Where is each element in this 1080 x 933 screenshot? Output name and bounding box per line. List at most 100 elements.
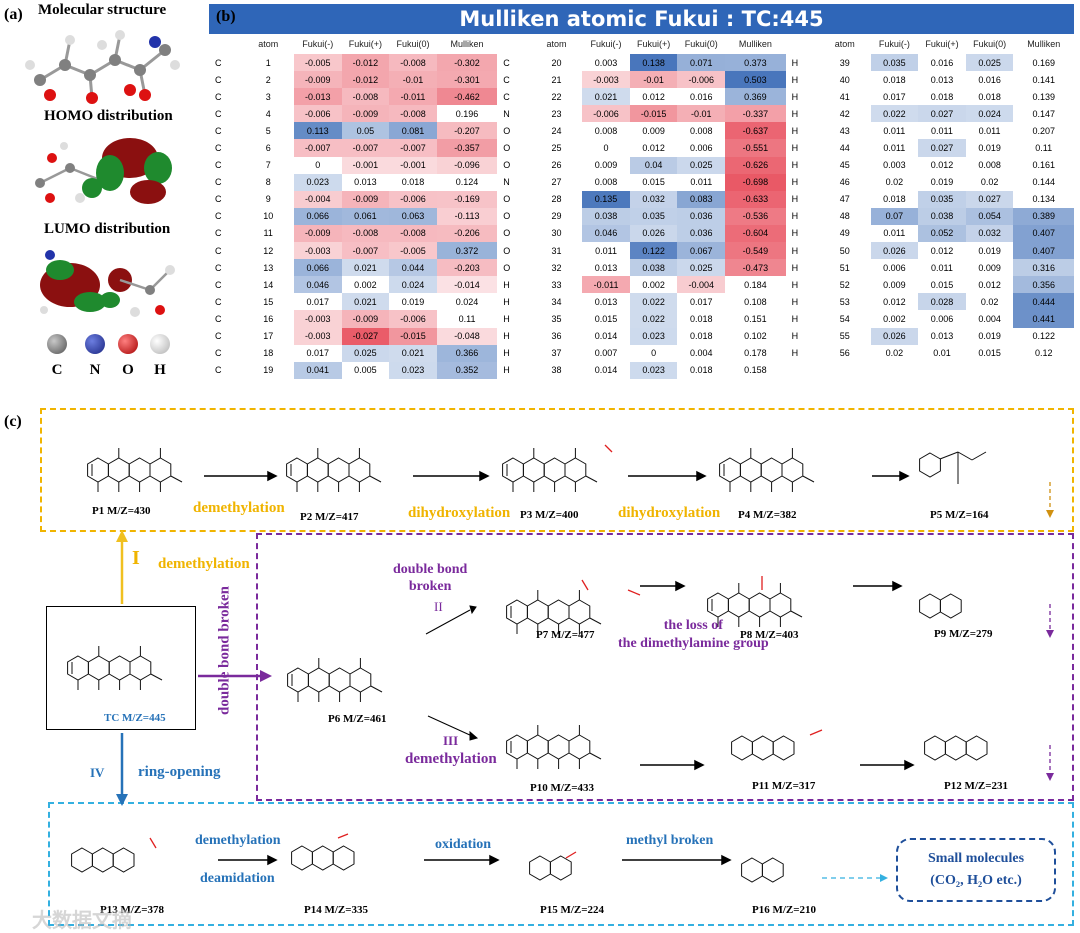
cell-value: -0.007	[341, 242, 390, 260]
cell-value: 0.008	[978, 160, 1001, 171]
cell-value: 0.046	[293, 276, 342, 294]
cell-value: 0.022	[629, 293, 678, 311]
header-atom: atom	[258, 39, 279, 49]
cell-value: 0.024	[389, 276, 437, 294]
cell-value: 0.015	[930, 279, 954, 290]
path-iii-label: III	[443, 733, 459, 748]
header-fukui-: Fukui(-)	[302, 39, 334, 49]
cell-value: 0.207	[1032, 125, 1055, 136]
cell-value: 0.196	[455, 108, 479, 119]
cell-value: 0.041	[293, 361, 342, 379]
cell-value: 0.002	[883, 313, 906, 324]
cell-value: 0.025	[677, 156, 726, 174]
cell-atom: 36	[551, 331, 562, 342]
cell-atom: 47	[839, 194, 850, 205]
cell-element: C	[215, 125, 222, 136]
cell-value: 0.019	[930, 177, 954, 188]
cell-value: 0.008	[690, 125, 713, 136]
cell-atom: 12	[263, 245, 274, 256]
panel-a-label: (a)	[4, 6, 23, 23]
cell-value: -0.015	[629, 105, 678, 123]
lumo-title: LUMO distribution	[44, 221, 171, 237]
cell-value: 0.006	[930, 313, 954, 324]
cell-element: C	[215, 74, 222, 85]
cell-value: -0.626	[725, 156, 786, 174]
cell-value: 0.316	[1013, 259, 1074, 277]
cell-value: -0.549	[725, 242, 786, 260]
cell-value: 0.124	[455, 177, 479, 188]
cell-value: -0.003	[293, 327, 342, 345]
cell-value: 0.017	[306, 348, 330, 359]
cell-value: 0.035	[629, 207, 678, 225]
cell-value: 0.012	[883, 296, 906, 307]
cell-value: 0.158	[744, 365, 767, 376]
reaction-deamidation: deamidation	[200, 871, 275, 886]
cell-value: 0.008	[594, 125, 618, 136]
reaction-dihydroxylation-p3-p4: dihydroxylation	[618, 505, 721, 521]
cell-atom: 55	[839, 331, 850, 342]
cell-element: C	[215, 296, 222, 307]
path-iv-reaction: ring-opening	[138, 764, 221, 780]
cell-element: O	[503, 143, 511, 154]
cell-atom: 25	[551, 143, 562, 154]
cell-value: -0.011	[582, 276, 630, 294]
reaction-oxidation: oxidation	[435, 837, 492, 852]
header-fukui-: Fukui(-)	[878, 39, 910, 49]
cell-value: -0.001	[389, 156, 437, 174]
cell-value: 0.016	[978, 74, 1001, 85]
cell-value: -0.007	[341, 139, 390, 157]
cell-atom: 35	[551, 313, 562, 324]
cell-value: 0.004	[978, 313, 1001, 324]
loss-line2: the dimethylamine group	[618, 636, 769, 651]
cell-value: 0.022	[629, 310, 678, 328]
p10-label: P10 M/Z=433	[530, 782, 595, 794]
header-fukui0: Fukui(0)	[396, 39, 430, 49]
cell-atom: 38	[551, 365, 562, 376]
p1-label: P1 M/Z=430	[92, 505, 151, 517]
cell-value: -0.012	[341, 71, 390, 89]
cell-atom: 4	[265, 108, 271, 119]
cell-value: -0.009	[341, 190, 390, 208]
cell-value: -0.01	[389, 71, 437, 89]
cell-value: 0.021	[582, 88, 630, 106]
tc-label: TC M/Z=445	[104, 712, 166, 724]
cell-value: 0.134	[1032, 194, 1055, 205]
cell-value: -0.009	[293, 224, 342, 243]
path-iv-label: IV	[90, 765, 105, 780]
cell-element: C	[215, 313, 222, 324]
cell-element: O	[503, 262, 511, 273]
cell-value: 0.052	[918, 224, 966, 243]
cell-value: 0.07	[870, 207, 919, 225]
cell-value: 0.019	[401, 296, 425, 307]
cell-element: C	[215, 348, 222, 359]
cell-value: 0.02	[980, 177, 999, 188]
cell-value: 0.002	[642, 279, 665, 290]
cell-element: H	[791, 125, 799, 136]
cell-value: 0.017	[306, 296, 330, 307]
cell-element: C	[215, 143, 222, 154]
cell-atom: 2	[265, 74, 271, 85]
cell-value: -0.008	[341, 224, 390, 243]
cell-value: -0.301	[436, 71, 498, 89]
cell-value: -0.008	[389, 224, 437, 243]
cell-element: C	[215, 211, 222, 222]
cell-value: 0.016	[930, 57, 954, 68]
cell-element: H	[503, 331, 510, 342]
cell-atom: 8	[265, 177, 271, 188]
p16-label: P16 M/Z=210	[752, 904, 817, 916]
header-fukui-: Fukui(+)	[348, 39, 382, 49]
cell-value: 0.017	[690, 296, 713, 307]
cell-value: -0.203	[436, 259, 498, 277]
cell-element: H	[503, 279, 510, 290]
cell-value: 0.024	[455, 296, 479, 307]
header-atom: atom	[834, 39, 855, 49]
cell-value: 0.018	[930, 91, 954, 102]
cell-value: 0.006	[690, 143, 713, 154]
cell-value: 0.108	[744, 296, 767, 307]
